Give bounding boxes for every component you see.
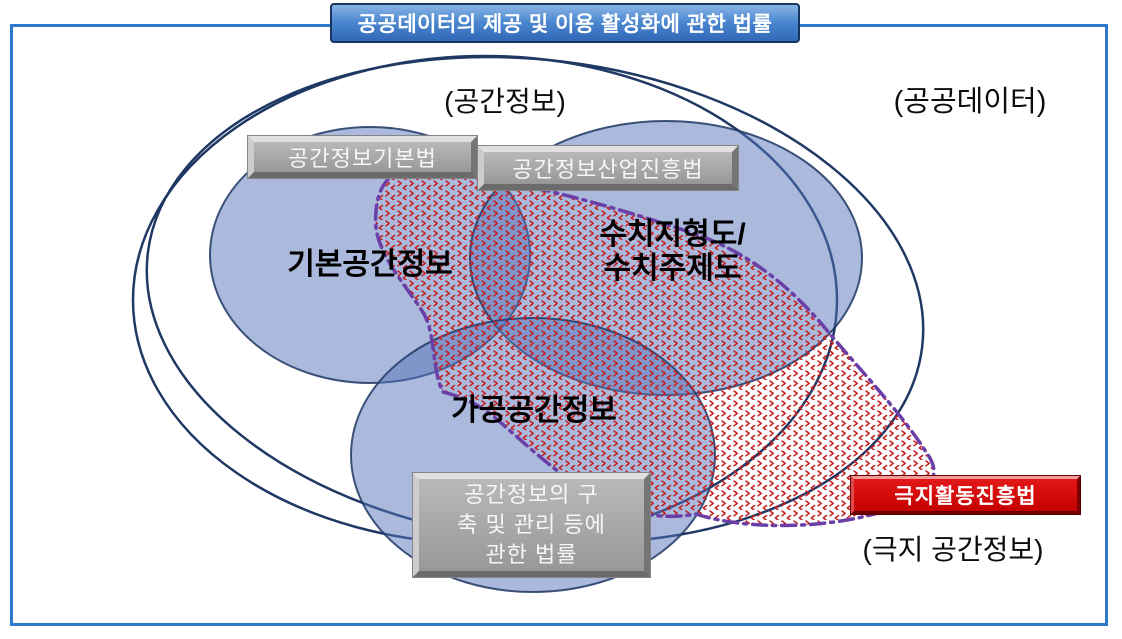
polar-spatial-region: [373, 170, 936, 528]
basic-act-box: 공간정보기본법: [247, 135, 478, 179]
digital-map-label-line2: 수치주제도: [603, 252, 742, 285]
industry-act-box: 공간정보산업진흥법: [477, 145, 739, 191]
construction-act-box: 공간정보의 구 축 및 관리 등에 관한 법률: [412, 472, 651, 578]
public-data-act-title: 공공데이터의 제공 및 이용 활성화에 관한 법률: [330, 3, 800, 43]
polar-spatial-region-label: (극지 공간정보): [862, 534, 1044, 565]
spatial-info-region-label: (공간정보): [444, 86, 566, 117]
processed-spatial-info-label: 가공공간정보: [451, 394, 617, 427]
construction-act-line2: 축 및 관리 등에: [457, 512, 606, 537]
construction-act-line1: 공간정보의 구: [464, 482, 599, 507]
basic-spatial-info-label: 기본공간정보: [287, 248, 453, 281]
construction-act-line3: 관한 법률: [485, 542, 578, 567]
digital-map-label: 수치지형도/ 수치주제도: [565, 218, 780, 286]
polar-act-box: 극지활동진흥법: [850, 475, 1081, 515]
public-data-region-label: (공공데이터): [893, 86, 1047, 118]
digital-map-label-line1: 수치지형도/: [599, 218, 746, 251]
